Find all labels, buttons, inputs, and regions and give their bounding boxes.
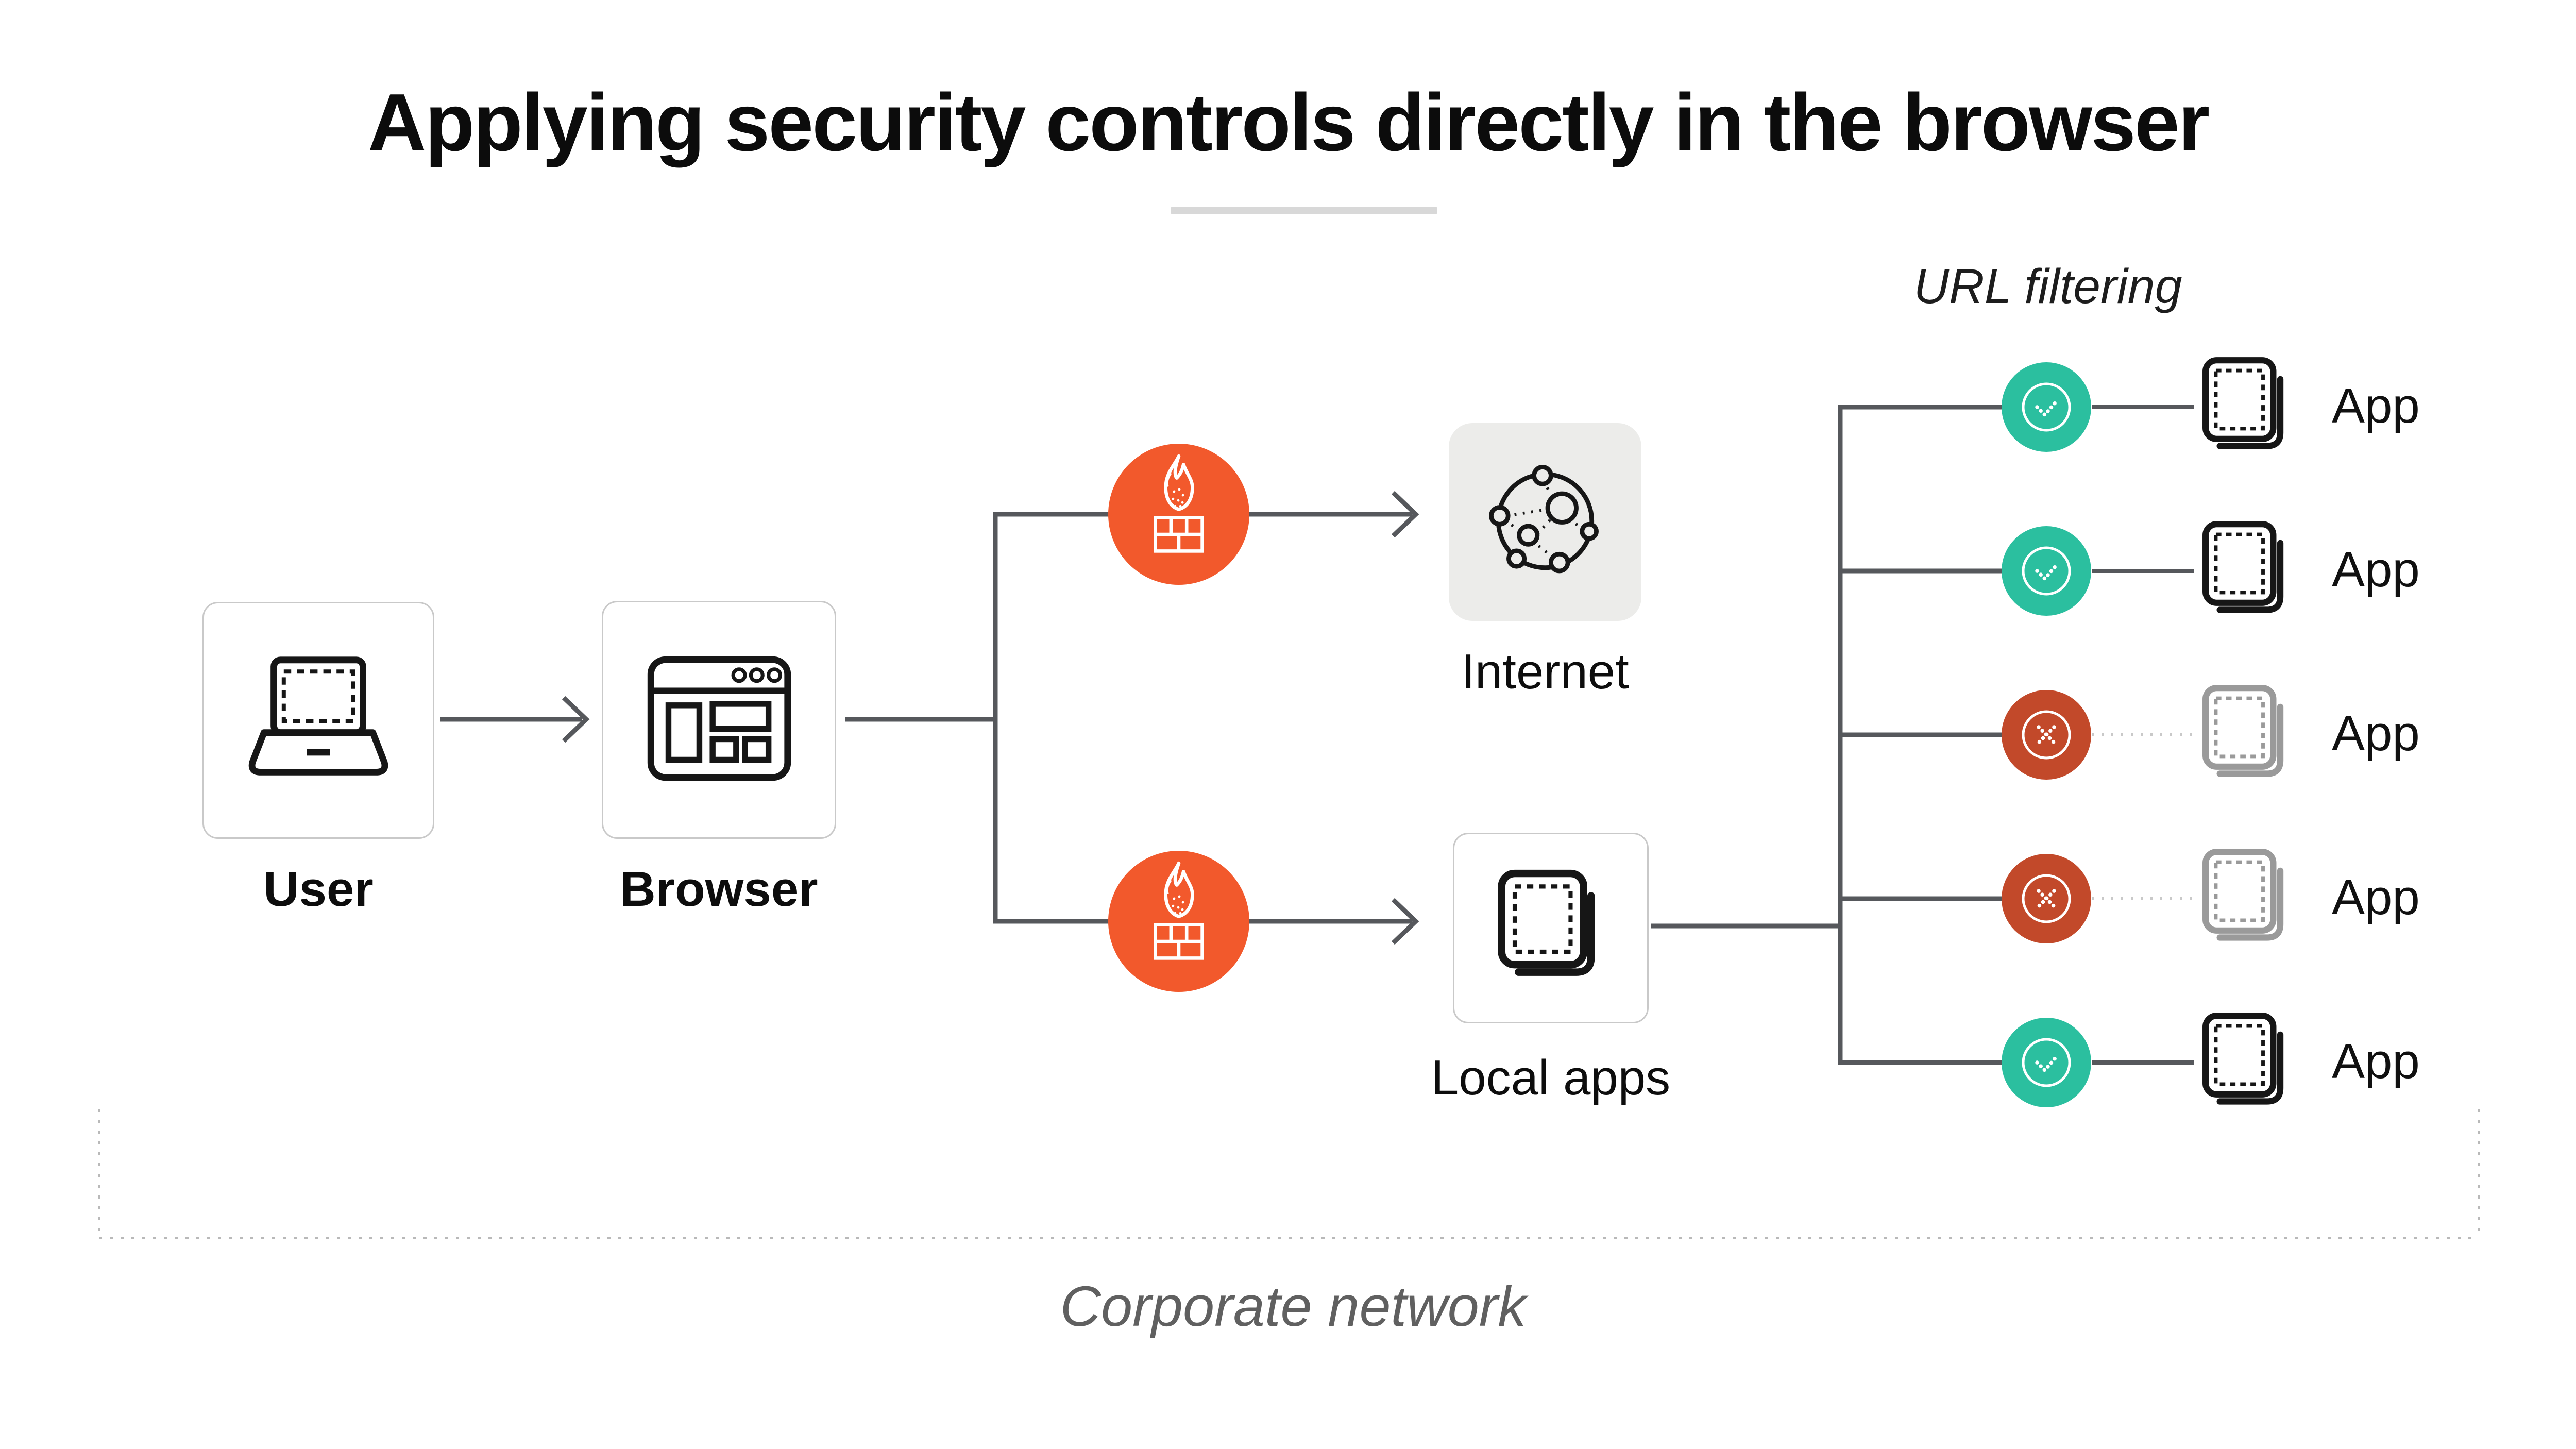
firewall-icon (1150, 452, 1208, 577)
local-apps-node (1453, 833, 1649, 1023)
app-row: App (2002, 1009, 2496, 1116)
app-label: App (2332, 378, 2420, 433)
local-apps-label: Local apps (1431, 1050, 1671, 1105)
corporate-network-border (98, 1109, 2480, 1239)
app-icon (2196, 1009, 2299, 1116)
app-icon (2196, 682, 2299, 788)
laptop-icon (236, 653, 401, 788)
internet-label: Internet (1461, 644, 1629, 699)
app-label: App (2332, 705, 2420, 761)
user-label: User (263, 862, 374, 917)
app-row: App (2002, 354, 2496, 460)
app-label: App (2332, 1033, 2420, 1089)
app-row: App (2002, 682, 2496, 788)
browser-label: Browser (620, 862, 818, 917)
app-row: App (2002, 846, 2496, 952)
browser-node (602, 601, 836, 839)
firewall-icon (1150, 859, 1208, 984)
app-icon (2196, 846, 2299, 952)
network-globe-icon (1480, 456, 1610, 588)
app-icon (2196, 354, 2299, 460)
allowed-check-icon (2002, 1018, 2091, 1107)
stacked-apps-icon (1490, 864, 1612, 992)
allowed-check-icon (2002, 526, 2091, 616)
app-row: App (2002, 518, 2496, 624)
user-node (202, 602, 434, 839)
blocked-x-icon (2002, 854, 2091, 943)
url-filtering-label: URL filtering (1913, 259, 2182, 314)
title-divider (1171, 207, 1437, 214)
app-label: App (2332, 869, 2420, 925)
corporate-network-label: Corporate network (1060, 1275, 1527, 1338)
internet-node (1449, 423, 1641, 621)
firewall-bottom (1108, 851, 1249, 992)
allowed-check-icon (2002, 362, 2091, 452)
page-title: Applying security controls directly in t… (367, 77, 2210, 168)
blocked-x-icon (2002, 690, 2091, 780)
browser-window-icon (642, 652, 796, 787)
app-icon (2196, 518, 2299, 624)
firewall-top (1108, 444, 1249, 585)
app-label: App (2332, 542, 2420, 597)
